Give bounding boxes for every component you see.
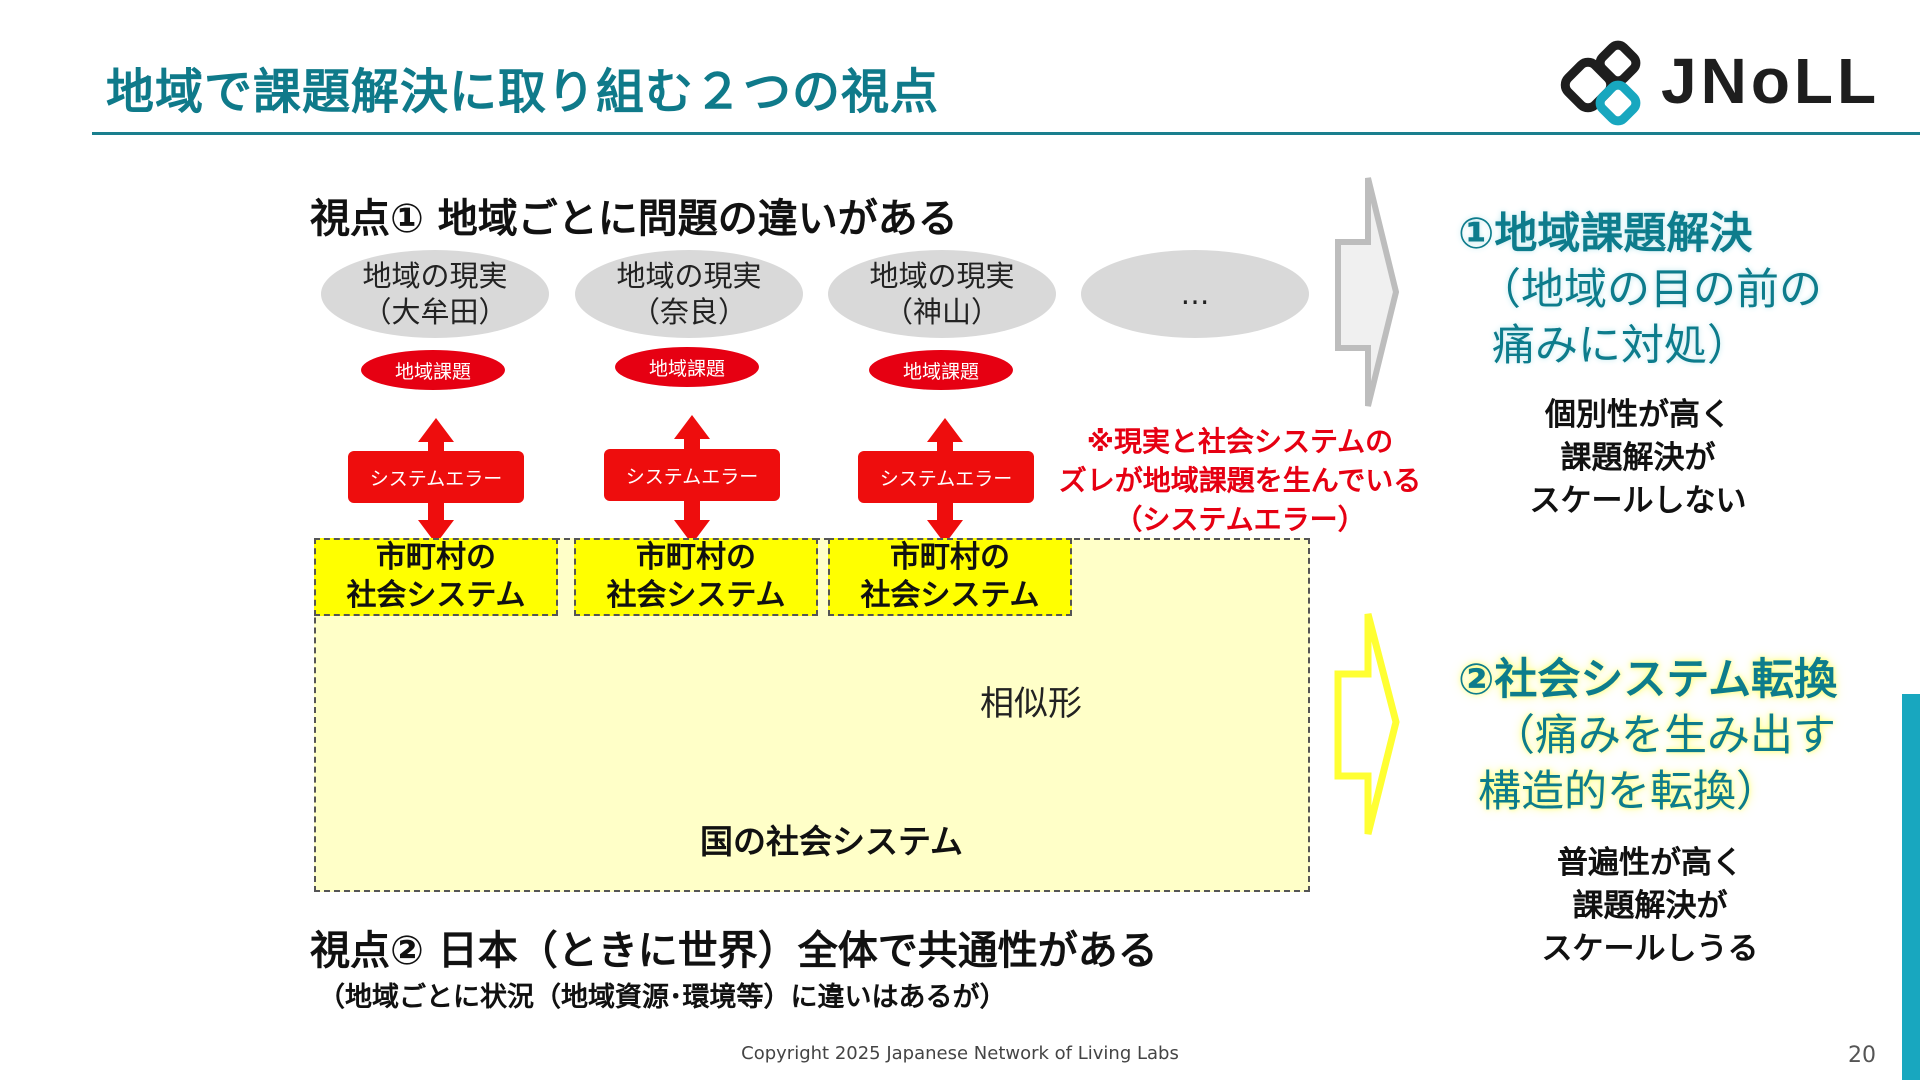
solution2-detail1: （痛みを生み出す (1492, 711, 1836, 761)
scale2-line2: 課題解決が (1572, 888, 1728, 924)
slide-title: 地域で課題解決に取り組む２つの視点 (106, 64, 940, 120)
similar-shape-label: 相似形 (980, 684, 1082, 724)
reality-omuta: 地域の現実 （大牟田） (321, 250, 549, 338)
scale2-line3: スケールしうる (1541, 931, 1759, 967)
system-error-box: システムエラー (348, 451, 524, 503)
gray-right-arrow (1335, 177, 1400, 407)
solution2-title: ②社会システム転換 (1458, 655, 1838, 705)
municipal-line1: 市町村の (890, 540, 1010, 575)
municipal-system-box: 市町村の 社会システム (314, 538, 558, 616)
municipal-line1: 市町村の (376, 540, 496, 575)
municipal-line1: 市町村の (636, 540, 756, 575)
reality-place: （大牟田） (362, 295, 508, 329)
jnoll-logo: JNoLL (1560, 40, 1920, 128)
municipal-system-box: 市町村の 社会システム (574, 538, 818, 616)
system-error-box: システムエラー (604, 449, 780, 501)
solution1-detail2: 痛みに対処） (1492, 321, 1750, 371)
solution2-scale-note: 普遍性が高く 課題解決が スケールしうる (1520, 842, 1780, 971)
solution2-detail2: 構造的を転換） (1478, 767, 1779, 817)
solution1-scale-note: 個別性が高く 課題解決が スケールしない (1508, 394, 1768, 523)
view2-heading: 視点② 日本（ときに世界）全体で共通性がある (310, 928, 1158, 974)
reality-nara: 地域の現実 （奈良） (575, 250, 803, 338)
system-error-box: システムエラー (858, 451, 1034, 503)
scale2-line1: 普遍性が高く (1557, 845, 1743, 881)
reality-ellipsis: … (1180, 277, 1210, 311)
reality-more: … (1081, 250, 1309, 338)
accent-bar (1902, 694, 1920, 1080)
logo-wordmark: JNoLL (1661, 45, 1881, 117)
view2-subheading: （地域ごとに状況（地域資源･環境等）に違いはあるが） (318, 982, 1007, 1013)
yellow-right-arrow (1334, 613, 1400, 835)
municipal-line2: 社会システム (606, 578, 786, 613)
reality-label: 地域の現実 (869, 259, 1015, 293)
title-divider (92, 132, 1920, 135)
reality-place: （神山） (883, 295, 1000, 329)
municipal-line2: 社会システム (860, 578, 1040, 613)
scale1-line1: 個別性が高く (1545, 397, 1731, 433)
regional-issue-badge: 地域課題 (361, 350, 505, 390)
scale1-line3: スケールしない (1529, 483, 1747, 519)
municipal-line2: 社会システム (346, 578, 526, 613)
view1-heading: 視点① 地域ごとに問題の違いがある (310, 196, 958, 242)
regional-issue-badge: 地域課題 (615, 347, 759, 387)
reality-place: （奈良） (630, 295, 747, 329)
solution-system-shift: ②社会システム転換 （痛みを生み出す 構造的を転換） (1458, 652, 1837, 820)
solution1-title: ①地域課題解決 (1458, 209, 1753, 259)
national-system-label: 国の社会システム (700, 822, 964, 861)
regional-issue-badge: 地域課題 (869, 350, 1013, 390)
chain-link-icon (1560, 40, 1641, 126)
municipal-system-box: 市町村の 社会システム (828, 538, 1072, 616)
reality-label: 地域の現実 (362, 259, 508, 293)
system-error-note: ※現実と社会システムの ズレが地域課題を生んでいる （システムエラー） (1040, 422, 1440, 539)
note-line2: ズレが地域課題を生んでいる (1058, 464, 1422, 497)
note-line3: （システムエラー） (1114, 503, 1366, 536)
page-number: 20 (1848, 1043, 1876, 1068)
note-line1: ※現実と社会システムの (1086, 425, 1394, 458)
reality-kamiyama: 地域の現実 （神山） (828, 250, 1056, 338)
reality-label: 地域の現実 (616, 259, 762, 293)
solution1-detail1: （地域の目の前の (1478, 265, 1822, 315)
scale1-line2: 課題解決が (1560, 440, 1716, 476)
solution-regional: ①地域課題解決 （地域の目の前の 痛みに対処） (1458, 206, 1822, 374)
copyright-text: Copyright 2025 Japanese Network of Livin… (741, 1043, 1179, 1064)
